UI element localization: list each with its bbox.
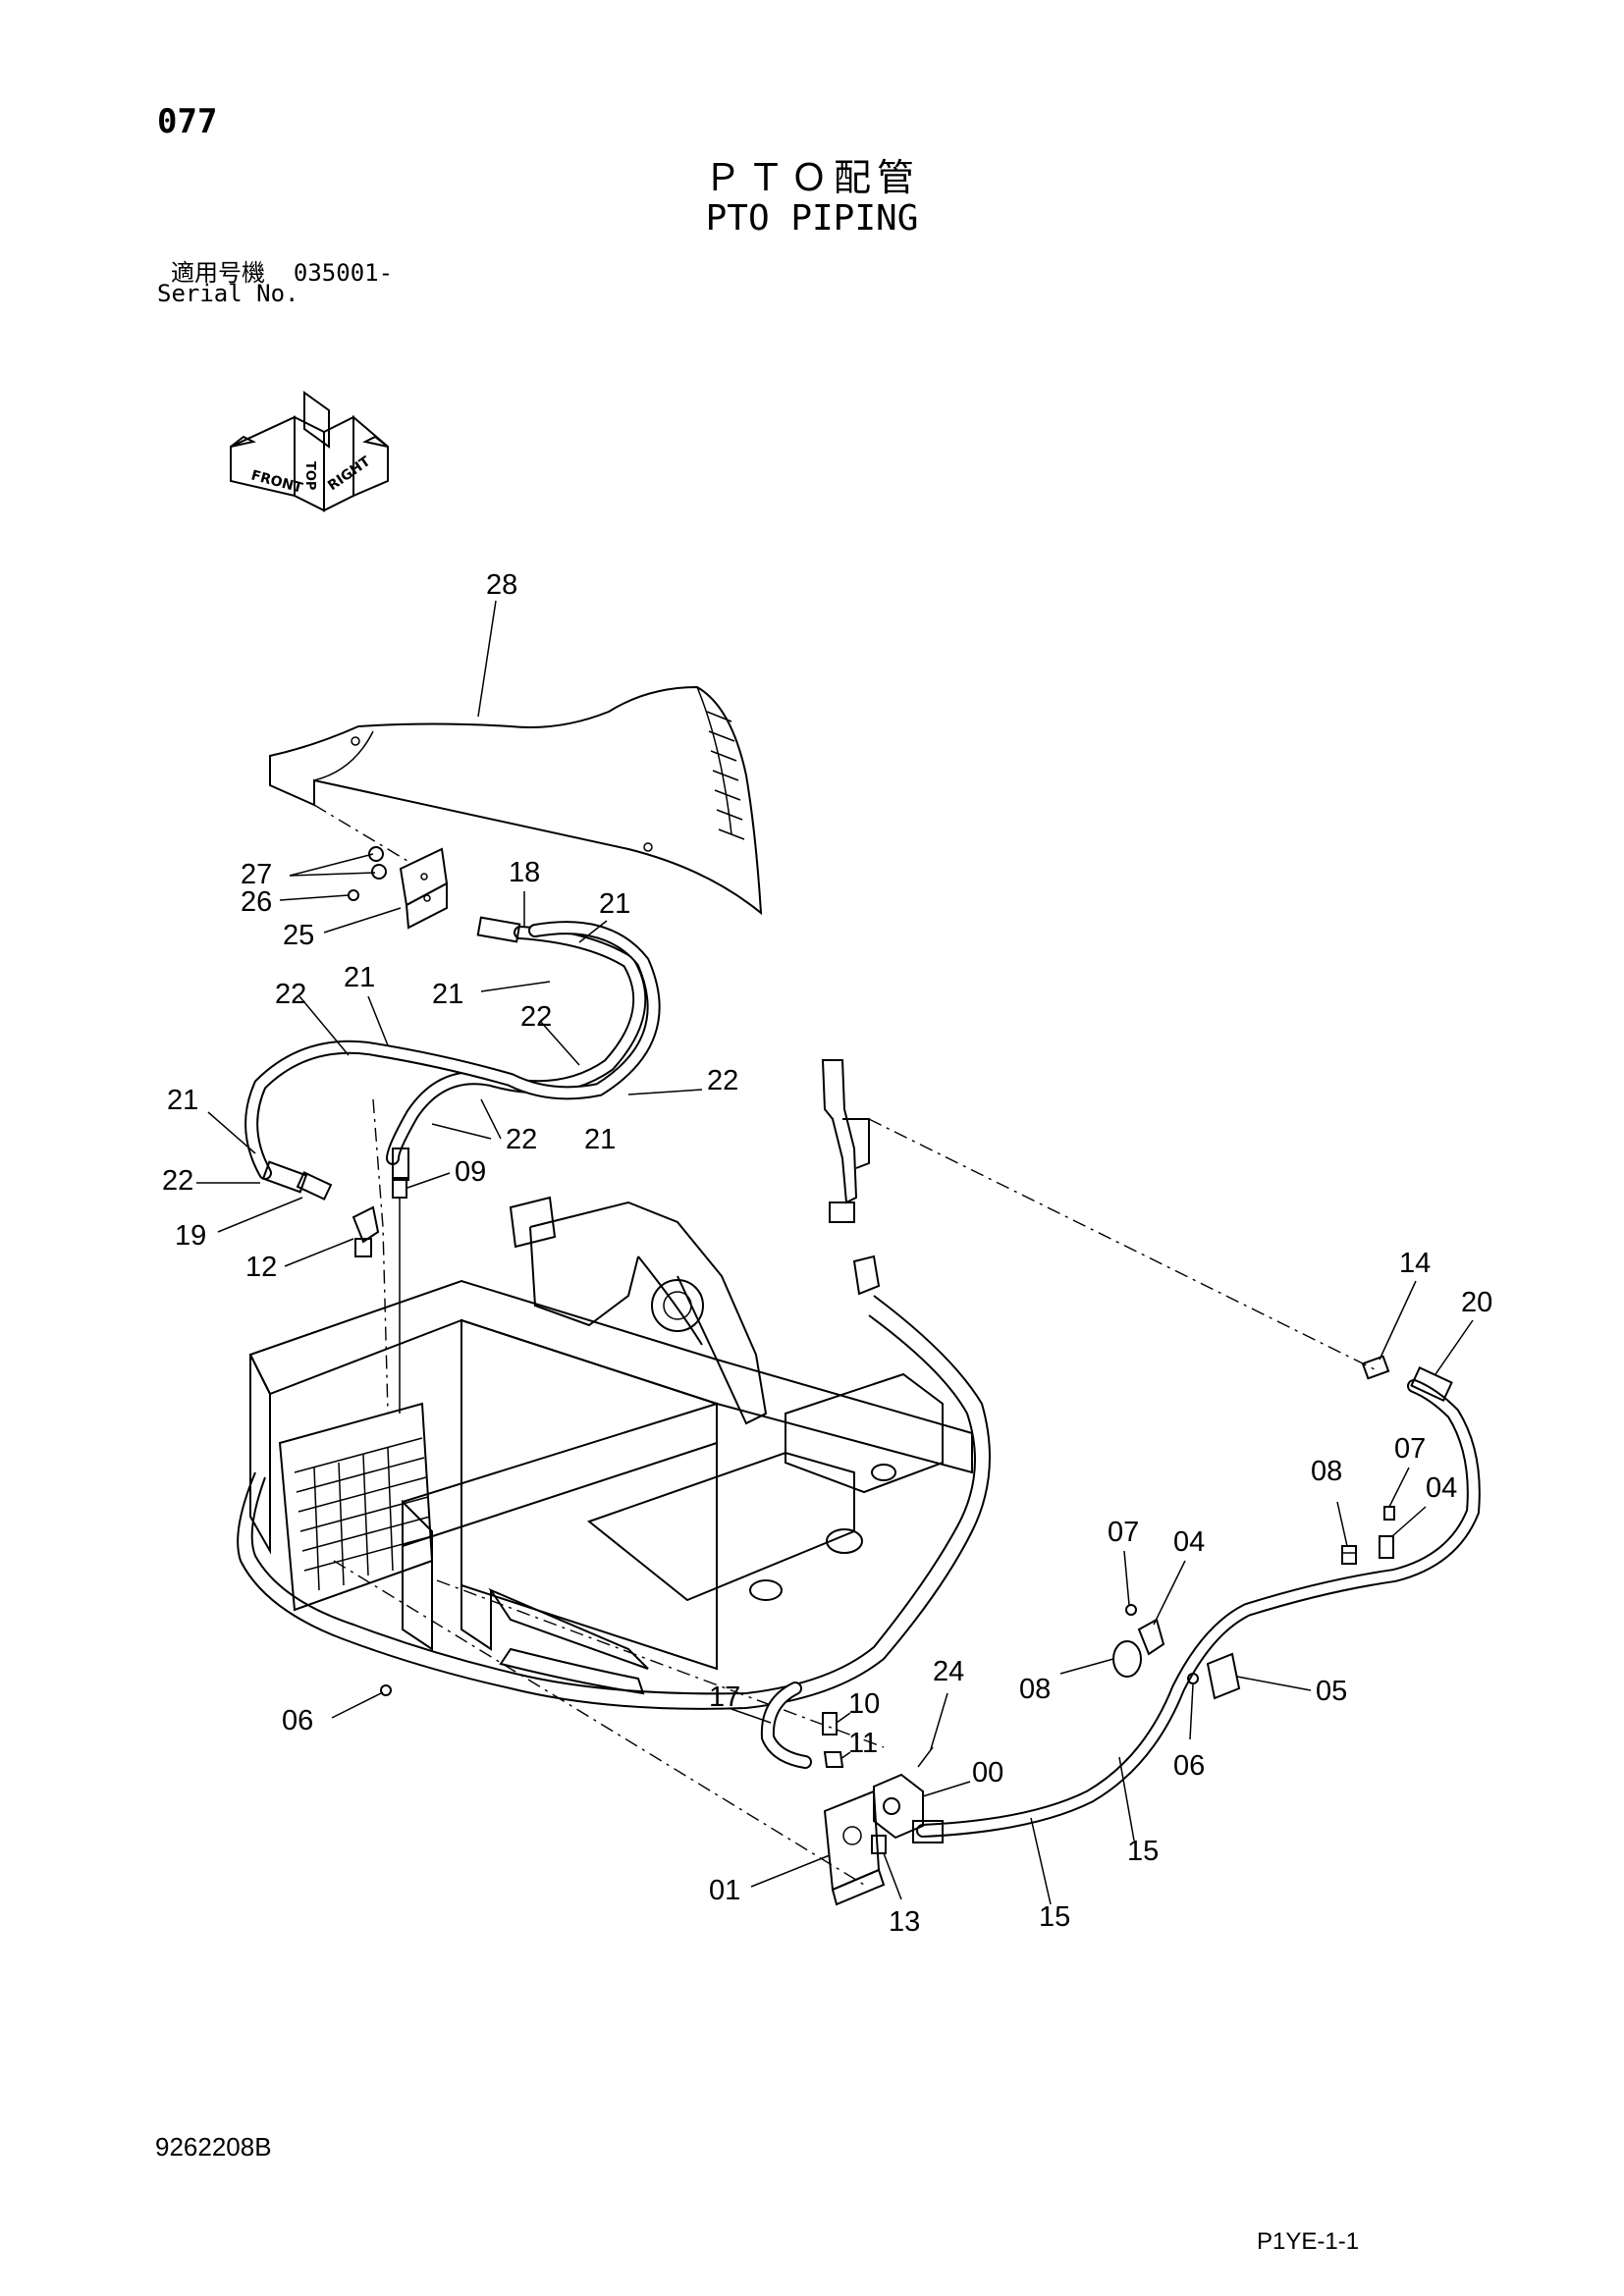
- callout-12: 12: [245, 1252, 277, 1283]
- page-number: 077: [157, 102, 218, 141]
- callout-05: 05: [1316, 1676, 1347, 1707]
- callout-22-e: 22: [162, 1165, 193, 1197]
- callout-08-mid: 08: [1019, 1674, 1051, 1705]
- callout-06-left: 06: [282, 1705, 313, 1736]
- callout-04-right: 04: [1426, 1472, 1457, 1504]
- fitting-19: [296, 1171, 333, 1201]
- callout-00: 00: [972, 1757, 1003, 1789]
- callout-labels: 28 27 26 25 18 21 21 21 21 21 22 22 22 2…: [162, 569, 1492, 1938]
- serial-label-jp-text: 適用号機: [171, 259, 265, 287]
- callout-15-a: 15: [1127, 1836, 1159, 1867]
- callout-06-right: 06: [1173, 1750, 1205, 1782]
- callout-21-d: 21: [167, 1085, 198, 1116]
- callout-20: 20: [1461, 1287, 1492, 1318]
- callout-22-b: 22: [520, 1001, 552, 1033]
- fitting-20: [1410, 1366, 1453, 1402]
- clamp-04-mid: [1137, 1618, 1165, 1656]
- callout-10: 10: [848, 1688, 880, 1720]
- document-number: 9262208B: [155, 2132, 272, 2162]
- right-label: RIGHT: [325, 454, 373, 494]
- bolt-06-right: [1187, 1673, 1199, 1684]
- elbow-12: [352, 1205, 380, 1257]
- callout-09: 09: [455, 1156, 486, 1188]
- callout-04-mid: 04: [1173, 1526, 1205, 1558]
- callout-11: 11: [848, 1728, 878, 1759]
- upper-hoses: [244, 916, 661, 1194]
- callout-13: 13: [889, 1906, 920, 1938]
- clamp-08-right: [1341, 1545, 1357, 1565]
- valve-bank: [278, 1402, 434, 1612]
- valve-00: [873, 1773, 924, 1840]
- callout-leaders: [196, 600, 1474, 1905]
- clamp-04-right: [1379, 1535, 1394, 1559]
- callout-24: 24: [933, 1656, 964, 1687]
- callout-17: 17: [709, 1682, 740, 1713]
- callout-01: 01: [709, 1875, 740, 1906]
- page-code: P1YE-1-1: [1257, 2228, 1360, 2255]
- orientation-cube-icon: FRONT TOP RIGHT: [230, 391, 389, 512]
- bracket-01: [823, 1789, 886, 1906]
- serial-label-japanese: 適用号機 035001-: [171, 253, 393, 288]
- callout-18: 18: [509, 857, 540, 888]
- fitting-10: [822, 1712, 838, 1735]
- hose-17: [760, 1682, 812, 1769]
- bracket-25: [399, 847, 449, 930]
- bolt-06-left: [380, 1684, 392, 1696]
- fitting-14: [1361, 1355, 1390, 1380]
- elbow-13: [871, 1835, 887, 1854]
- callout-19: 19: [175, 1220, 206, 1252]
- callout-22-c: 22: [707, 1065, 738, 1096]
- bolt-26: [348, 889, 359, 901]
- vertical-pipe: [821, 1059, 1376, 1370]
- callout-22-a: 22: [275, 979, 306, 1010]
- callout-21-a: 21: [599, 888, 630, 920]
- adapter-09: [392, 1177, 407, 1414]
- lower-hose-15: [912, 1379, 1481, 1843]
- serial-label-english: Serial No.: [157, 280, 299, 307]
- callout-26: 26: [241, 886, 272, 918]
- callout-07-right: 07: [1394, 1433, 1426, 1465]
- callout-27: 27: [241, 859, 272, 890]
- callout-14: 14: [1399, 1248, 1431, 1279]
- top-label: TOP: [302, 461, 317, 490]
- callout-21-c: 21: [344, 962, 375, 993]
- callout-22-d: 22: [506, 1124, 537, 1155]
- callout-21-b: 21: [432, 979, 463, 1010]
- title-english: PTO PIPING: [705, 198, 919, 239]
- bracket-05: [1206, 1652, 1241, 1700]
- callout-25: 25: [283, 920, 314, 951]
- nuts-27: [368, 846, 387, 880]
- title-japanese: ＰＴＯ配管: [703, 156, 920, 199]
- bolt-24: [917, 1746, 934, 1768]
- clamp-08-mid: [1112, 1640, 1142, 1678]
- callout-21-e: 21: [584, 1124, 616, 1155]
- leader-valve: [436, 1579, 885, 1748]
- callout-15-b: 15: [1039, 1901, 1070, 1933]
- fitting-11: [823, 1751, 844, 1768]
- bolt-07-mid: [1125, 1604, 1137, 1616]
- callout-07-mid: 07: [1108, 1517, 1139, 1548]
- leader-fitting: [372, 1098, 389, 1415]
- serial-value: 035001-: [293, 259, 394, 287]
- bolt-07-right: [1383, 1506, 1395, 1521]
- callout-28: 28: [486, 569, 517, 601]
- cover-panel: [269, 685, 763, 916]
- callout-08-right: 08: [1311, 1456, 1342, 1487]
- leader-frame: [333, 1560, 865, 1886]
